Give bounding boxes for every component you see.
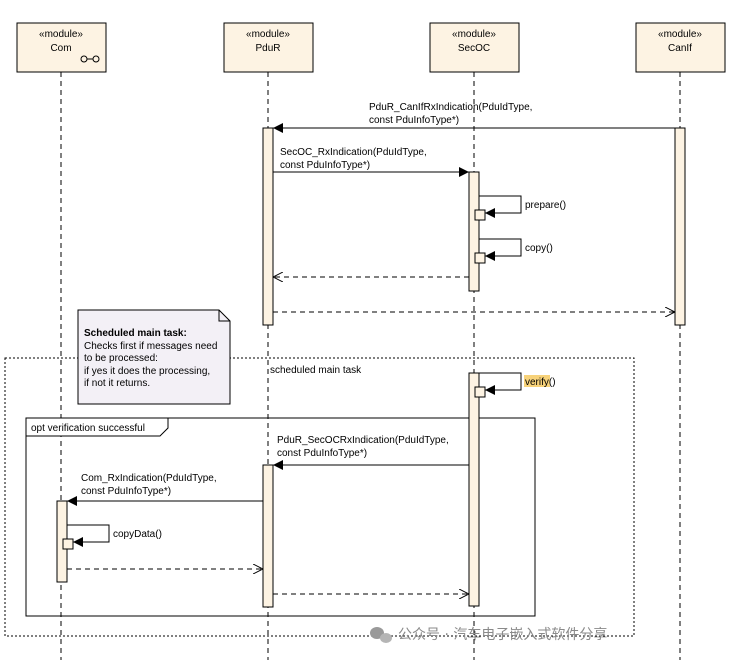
note-title: Scheduled main task: [84, 328, 187, 339]
note-line: to be processed: [84, 353, 158, 364]
note-scheduled-main-task: Scheduled main task: Checks first if mes… [77, 309, 231, 405]
lifeline-name: Com [50, 43, 71, 54]
lifeline-name: SecOC [458, 43, 490, 54]
opt-frame: opt verification successful [25, 417, 536, 617]
highlight-mark [524, 375, 550, 387]
frame-label: opt verification successful [31, 423, 145, 434]
message-label: copyData() [113, 529, 162, 540]
activation-bar-canif [674, 127, 686, 326]
message-verify: verify() [479, 372, 556, 395]
activation-bar-secoc [468, 171, 480, 292]
self-call-box-verify [474, 386, 486, 398]
scheduled-main-task-frame: scheduled main task [4, 357, 635, 637]
message-copy: copy() [479, 238, 553, 261]
activation-bar-pdur [262, 127, 274, 326]
subsystem-icon [80, 55, 100, 63]
self-call-box-copy [474, 252, 486, 264]
watermark-text: 公众号 · 汽车电子嵌入式软件分享 [398, 626, 607, 643]
message-pdur-canif-rx-indication: PduR_CanIfRxIndication(PduIdType, const … [273, 102, 675, 133]
message-prepare: prepare() [479, 195, 566, 218]
note-line: if yes it does the processing, [84, 366, 210, 377]
message-label: const PduInfoType*) [277, 448, 367, 459]
note-line: if not it returns. [84, 378, 150, 389]
message-label: const PduInfoType*) [369, 115, 459, 126]
message-label: verify() [525, 377, 556, 388]
stereotype-label: «module» [246, 29, 290, 40]
message-label: PduR_SecOCRxIndication(PduIdType, [277, 435, 449, 446]
frame-label: scheduled main task [270, 365, 362, 376]
message-label: SecOC_RxIndication(PduIdType, [280, 147, 427, 158]
watermark: 公众号 · 汽车电子嵌入式软件分享 [370, 626, 607, 643]
message-com-rx-indication: Com_RxIndication(PduIdType, const PduInf… [67, 473, 263, 506]
lifeline-header-canif: «module» CanIf [635, 22, 726, 73]
message-label: const PduInfoType*) [280, 160, 370, 171]
message-label: Com_RxIndication(PduIdType, [81, 473, 217, 484]
stereotype-label: «module» [452, 29, 496, 40]
stereotype-label: «module» [658, 29, 702, 40]
lifeline-header-com: «module» Com [16, 22, 107, 73]
message-label: PduR_CanIfRxIndication(PduIdType, [369, 102, 532, 113]
message-secoc-rx-indication: SecOC_RxIndication(PduIdType, const PduI… [273, 147, 469, 177]
lifeline-name: CanIf [668, 43, 692, 54]
lifeline-header-secoc: «module» SecOC [429, 22, 520, 73]
message-label: prepare() [525, 200, 566, 211]
self-call-box-copydata [62, 538, 74, 550]
activation-bar-pdur-opt [262, 464, 274, 608]
activation-bar-secoc-main [468, 372, 480, 607]
message-label: const PduInfoType*) [81, 486, 171, 497]
lifeline-header-pdur: «module» PduR [223, 22, 314, 73]
message-copydata: copyData() [67, 524, 162, 547]
message-label: copy() [525, 243, 553, 254]
stereotype-label: «module» [39, 29, 83, 40]
self-call-box-prepare [474, 209, 486, 221]
message-pdur-secoc-rx-indication: PduR_SecOCRxIndication(PduIdType, const … [273, 435, 469, 470]
wechat-icon [370, 627, 392, 643]
lifeline-name: PduR [255, 43, 280, 54]
note-line: Checks first if messages need [84, 341, 217, 352]
